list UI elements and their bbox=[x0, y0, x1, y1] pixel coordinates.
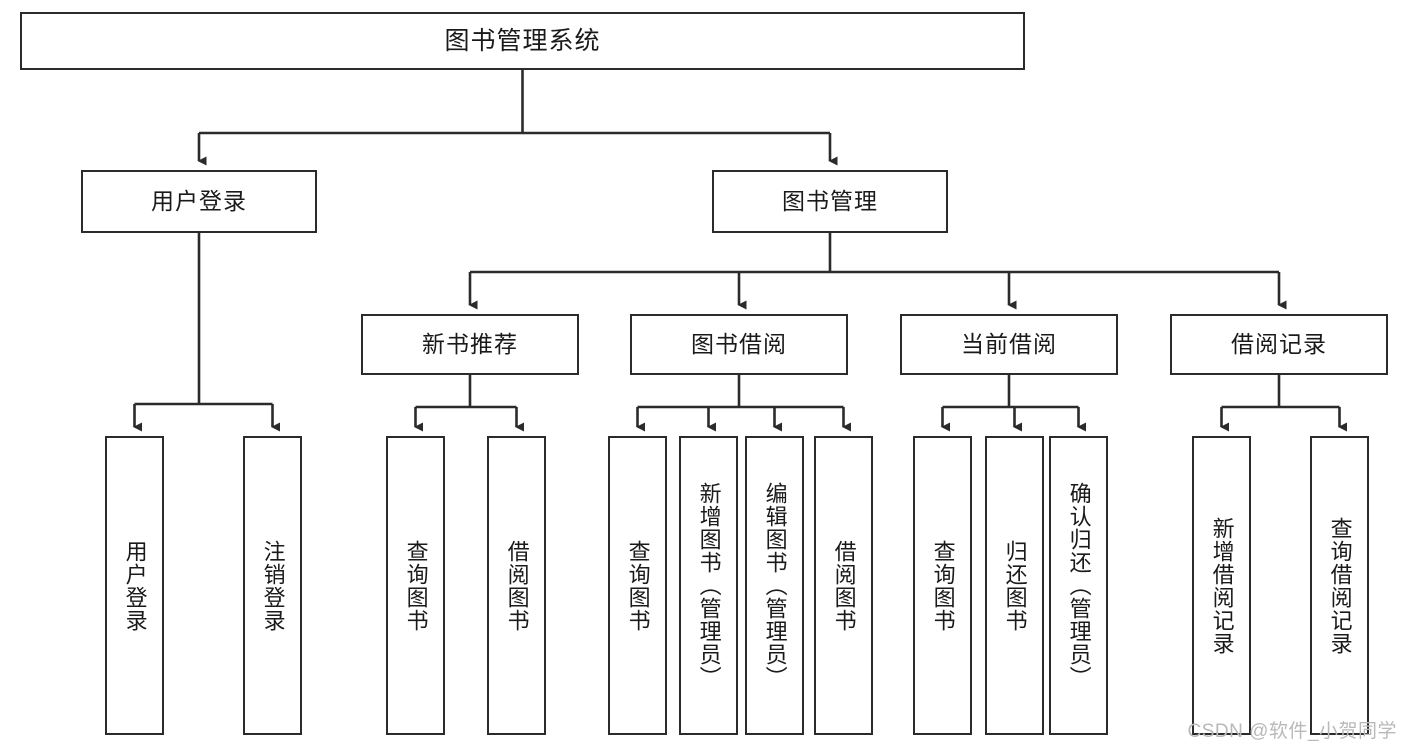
node-label: 用户登录 bbox=[151, 187, 247, 214]
node-label: 借阅图书 bbox=[504, 539, 530, 632]
node-book-borrow[interactable]: 图书借阅 bbox=[630, 314, 848, 375]
node-leaf-query-borrow-record[interactable]: 查询借阅记录 bbox=[1310, 436, 1369, 735]
node-label: 用户登录 bbox=[122, 539, 148, 632]
node-label: 当前借阅 bbox=[961, 330, 1057, 357]
node-label: 图书管理 bbox=[782, 187, 878, 214]
csdn-watermark: CSDN @软件_小贺同学 bbox=[1187, 721, 1397, 742]
node-leaf-edit-book-admin[interactable]: 编辑图书（管理员） bbox=[745, 436, 804, 735]
node-label: 归还图书 bbox=[1002, 539, 1028, 632]
node-book-manage[interactable]: 图书管理 bbox=[712, 170, 948, 233]
node-label: 注销登录 bbox=[260, 539, 286, 632]
node-label: 确认归还（管理员） bbox=[1066, 482, 1092, 689]
node-label: 图书借阅 bbox=[691, 330, 787, 357]
node-leaf-logout-login[interactable]: 注销登录 bbox=[243, 436, 302, 735]
node-root[interactable]: 图书管理系统 bbox=[20, 12, 1025, 70]
node-leaf-borrow-book-2[interactable]: 借阅图书 bbox=[814, 436, 873, 735]
node-label: 借阅记录 bbox=[1231, 330, 1327, 357]
node-label: 查询图书 bbox=[625, 539, 651, 632]
node-leaf-user-login[interactable]: 用户登录 bbox=[105, 436, 164, 735]
node-leaf-query-book-3[interactable]: 查询图书 bbox=[913, 436, 972, 735]
node-label: 图书管理系统 bbox=[444, 27, 601, 55]
node-label: 查询借阅记录 bbox=[1327, 516, 1353, 655]
node-leaf-borrow-book-1[interactable]: 借阅图书 bbox=[487, 436, 546, 735]
node-new-book-recommend[interactable]: 新书推荐 bbox=[361, 314, 579, 375]
node-label: 新增借阅记录 bbox=[1209, 516, 1235, 655]
node-leaf-query-book-1[interactable]: 查询图书 bbox=[386, 436, 445, 735]
node-leaf-add-borrow-record[interactable]: 新增借阅记录 bbox=[1192, 436, 1251, 735]
node-borrow-record[interactable]: 借阅记录 bbox=[1170, 314, 1388, 375]
node-label: 编辑图书（管理员） bbox=[762, 482, 788, 689]
node-label: 查询图书 bbox=[930, 539, 956, 632]
node-leaf-return-book[interactable]: 归还图书 bbox=[985, 436, 1044, 735]
node-leaf-query-book-2[interactable]: 查询图书 bbox=[608, 436, 667, 735]
node-user-login[interactable]: 用户登录 bbox=[81, 170, 317, 233]
node-leaf-add-book-admin[interactable]: 新增图书（管理员） bbox=[679, 436, 738, 735]
node-label: 查询图书 bbox=[403, 539, 429, 632]
node-label: 借阅图书 bbox=[831, 539, 857, 632]
node-label: 新增图书（管理员） bbox=[696, 482, 722, 689]
node-label: 新书推荐 bbox=[422, 330, 518, 357]
node-current-borrow[interactable]: 当前借阅 bbox=[900, 314, 1118, 375]
node-leaf-confirm-return-admin[interactable]: 确认归还（管理员） bbox=[1049, 436, 1108, 735]
